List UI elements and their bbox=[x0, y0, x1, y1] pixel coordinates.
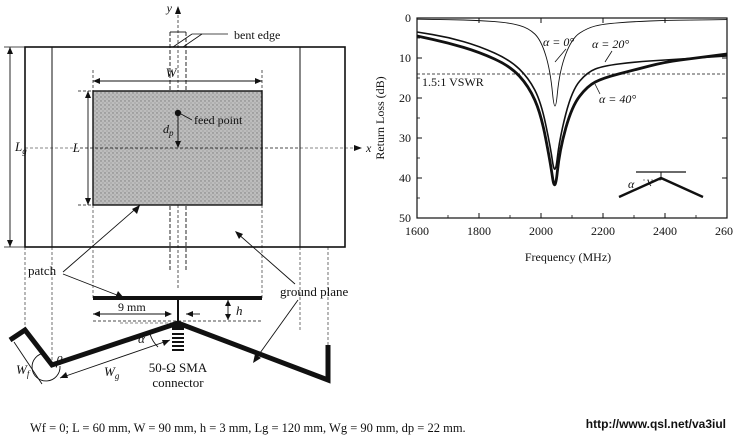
wg-label: Wg bbox=[104, 364, 120, 381]
x-tick-label: 2000 bbox=[529, 224, 553, 238]
series-leader-alpha-20 bbox=[604, 50, 613, 63]
dp-label: dp bbox=[163, 122, 174, 138]
nine-mm-arrow-left bbox=[93, 311, 100, 317]
feed-point-pointer bbox=[180, 113, 193, 121]
series-leader-alpha-0 bbox=[554, 48, 567, 63]
y-tick-label: 10 bbox=[399, 51, 411, 65]
l-label: L bbox=[72, 140, 80, 155]
w-label: W bbox=[166, 65, 178, 80]
bent-edge-label: bent edge bbox=[234, 28, 280, 42]
nine-mm-label: 9 mm bbox=[118, 300, 146, 314]
y-axis-arrow bbox=[175, 6, 181, 14]
series-line-2 bbox=[416, 34, 728, 187]
y-tick-label: 0 bbox=[405, 11, 411, 25]
alpha-arc bbox=[149, 333, 159, 348]
ground-leader-1 bbox=[236, 232, 296, 285]
x-tick-label: 2600 bbox=[715, 224, 733, 238]
wg-arrow-right bbox=[162, 340, 170, 346]
y-axis-title: Return Loss (dB) bbox=[373, 76, 387, 159]
x-tick-label: 2200 bbox=[591, 224, 615, 238]
x-ticks: 1600 1800 2000 2200 2400 2600 bbox=[405, 18, 733, 238]
patch-leader-2 bbox=[62, 273, 123, 298]
y-tick-label: 20 bbox=[399, 91, 411, 105]
wf-dim-line bbox=[13, 341, 43, 385]
bent-edge-pointer-1 bbox=[172, 33, 193, 48]
series-line-0 bbox=[416, 18, 728, 107]
h-arrow-top bbox=[225, 300, 231, 306]
vswr-label: 1.5:1 VSWR bbox=[422, 75, 484, 89]
feed-point-marker bbox=[174, 109, 182, 117]
y-tick-label: 40 bbox=[399, 171, 411, 185]
series-label-alpha-0: α = 0° bbox=[543, 35, 574, 49]
inset-bend-sketch: α bbox=[618, 171, 704, 199]
beta-arc bbox=[31, 352, 61, 382]
antenna-diagram: y bent edge W L bbox=[4, 1, 726, 435]
dp-arrow-bottom bbox=[175, 141, 181, 148]
x-tick-label: 1600 bbox=[405, 224, 429, 238]
ground-plane-label: ground plane bbox=[280, 284, 348, 299]
series-label-alpha-20: α = 20° bbox=[592, 37, 629, 51]
dimensions-caption: Wf = 0; L = 60 mm, W = 90 mm, h = 3 mm, … bbox=[30, 421, 466, 435]
wg-arrow-left bbox=[60, 372, 68, 378]
l-dim-arrow-top bbox=[85, 91, 91, 98]
sma-connector-body bbox=[172, 324, 184, 330]
feed-point-label: feed point bbox=[194, 113, 243, 127]
y-axis-label: y bbox=[166, 1, 173, 15]
sma-connector-threads bbox=[172, 333, 184, 351]
bent-ground-plane bbox=[8, 320, 331, 384]
series-line-1 bbox=[416, 31, 728, 170]
inset-alpha-label: α bbox=[628, 177, 635, 191]
connector-label-line1: 50-Ω SMA bbox=[149, 360, 208, 375]
h-arrow-bottom bbox=[225, 314, 231, 320]
nine-mm-arrow-right bbox=[165, 311, 172, 317]
y-tick-label: 50 bbox=[399, 211, 411, 225]
lg-dim-arrow-bottom bbox=[7, 240, 13, 247]
wg-dim-line bbox=[59, 339, 171, 379]
l-dim-arrow-bottom bbox=[85, 198, 91, 205]
patch-leader-1-arrow bbox=[132, 205, 140, 214]
w-dim-arrow-left bbox=[93, 78, 100, 84]
return-loss-chart: 0 10 20 30 40 50 1600 1800 2000 2200 2400 2600 1.5… bbox=[373, 11, 733, 264]
lg-label: Lg bbox=[14, 139, 27, 156]
series-leader-alpha-40 bbox=[594, 83, 601, 95]
w-dim-arrow-right bbox=[255, 78, 262, 84]
x-tick-label: 1800 bbox=[467, 224, 491, 238]
ground-plane-outline bbox=[24, 46, 346, 248]
ground-leader-2 bbox=[254, 299, 299, 361]
ground-leader-1-arrow bbox=[235, 231, 243, 239]
patch-label: patch bbox=[28, 263, 57, 278]
x-axis-label: x bbox=[365, 141, 372, 155]
bent-edge-pointer-2 bbox=[182, 33, 203, 48]
series-label-alpha-40: α = 40° bbox=[599, 92, 636, 106]
source-url[interactable]: http://www.qsl.net/va3iul bbox=[586, 417, 726, 431]
lg-dim-arrow-top bbox=[7, 47, 13, 54]
y-tick-label: 30 bbox=[399, 131, 411, 145]
alpha-label: α bbox=[138, 331, 146, 346]
x-axis-arrow bbox=[354, 145, 362, 151]
x-axis-title: Frequency (MHz) bbox=[525, 250, 611, 264]
patch-leader-1 bbox=[62, 204, 141, 273]
beta-label: β bbox=[55, 353, 63, 368]
x-tick-label: 2400 bbox=[653, 224, 677, 238]
ground-leader-2-arrow bbox=[253, 354, 261, 363]
y-ticks: 0 10 20 30 40 50 bbox=[399, 11, 727, 225]
h-label: h bbox=[236, 303, 243, 318]
series-group bbox=[416, 18, 728, 187]
wf-label: Wf bbox=[16, 362, 31, 379]
connector-label-line2: connector bbox=[152, 375, 204, 390]
nine-mm-arrow-in bbox=[186, 311, 193, 317]
